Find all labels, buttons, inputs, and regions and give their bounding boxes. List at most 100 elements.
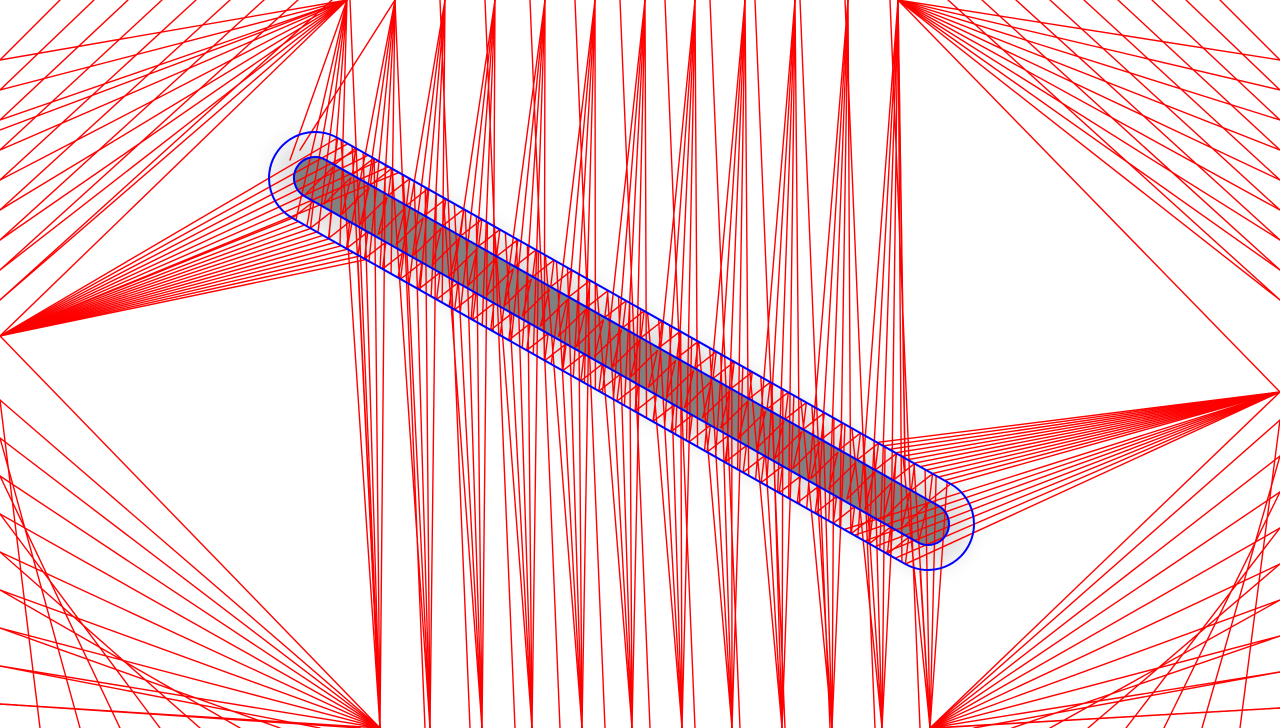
mesh-edge bbox=[874, 452, 898, 471]
mesh-edge bbox=[0, 665, 381, 728]
mesh-edge bbox=[628, 302, 633, 728]
mesh-edge bbox=[846, 472, 875, 500]
mesh-edge bbox=[0, 627, 381, 728]
mesh-edge bbox=[405, 177, 411, 207]
mesh-edge bbox=[890, 0, 899, 557]
mesh-edge bbox=[1083, 0, 1280, 181]
mesh-edge bbox=[611, 339, 641, 368]
mesh-edge bbox=[925, 391, 1280, 471]
mesh-edge bbox=[862, 433, 883, 728]
mesh-edge bbox=[435, 271, 441, 301]
mesh-edge bbox=[894, 391, 1280, 559]
mesh-edge bbox=[876, 391, 1280, 444]
mesh-edge bbox=[720, 400, 749, 429]
mesh-edge bbox=[431, 237, 460, 266]
mesh-edge bbox=[844, 0, 876, 728]
mesh-edge bbox=[477, 228, 501, 247]
mesh-edge bbox=[634, 0, 646, 413]
mesh-edge bbox=[0, 148, 359, 337]
mesh-edge bbox=[391, 168, 431, 728]
mesh-edge bbox=[617, 295, 633, 728]
mesh-edge bbox=[863, 391, 1280, 542]
inner-boundary bbox=[293, 156, 950, 546]
mesh-edge bbox=[471, 292, 477, 321]
mesh-edge bbox=[616, 373, 621, 402]
mesh-edge bbox=[306, 0, 348, 227]
mesh-edge bbox=[0, 475, 121, 728]
mesh-edge bbox=[897, 0, 903, 563]
mesh-edge bbox=[685, 0, 696, 442]
mesh-edge bbox=[0, 437, 81, 728]
mesh-edge bbox=[0, 513, 161, 728]
mesh-edge bbox=[981, 0, 1280, 271]
mesh-edge bbox=[640, 310, 645, 339]
mesh-edge bbox=[575, 319, 605, 348]
mesh-edge bbox=[1163, 491, 1280, 728]
mesh-edge bbox=[873, 439, 883, 728]
mesh-edge bbox=[929, 599, 1280, 728]
mesh-edge bbox=[0, 0, 299, 271]
mesh-edge bbox=[0, 0, 348, 337]
mesh-edge bbox=[731, 365, 744, 728]
mesh-edge bbox=[784, 391, 790, 420]
mesh-edge bbox=[0, 0, 197, 181]
mesh-edge bbox=[381, 251, 405, 270]
mesh-edge bbox=[784, 401, 808, 420]
mesh-edge bbox=[792, 431, 803, 470]
mesh-edge bbox=[831, 417, 835, 728]
mesh-edge bbox=[340, 139, 381, 728]
mesh-edge bbox=[464, 209, 483, 728]
mesh-edge bbox=[0, 0, 333, 301]
mesh-edge bbox=[441, 0, 446, 304]
mesh-edge bbox=[0, 231, 318, 337]
mesh-edge bbox=[357, 261, 381, 728]
mesh-edge bbox=[442, 196, 483, 728]
mesh-edge bbox=[879, 0, 899, 551]
mesh-edge bbox=[897, 0, 1280, 121]
mesh-edge bbox=[328, 0, 348, 240]
mesh-edge bbox=[513, 249, 537, 268]
mesh-edge bbox=[881, 446, 886, 728]
mesh-edge bbox=[0, 251, 355, 337]
mesh-edge bbox=[0, 234, 324, 337]
mesh-edge bbox=[0, 0, 348, 131]
mesh-edge bbox=[0, 0, 265, 241]
mesh-edge bbox=[413, 180, 431, 728]
mesh-edge bbox=[897, 0, 1280, 241]
mesh-edge bbox=[0, 551, 201, 728]
mesh-edge bbox=[510, 0, 546, 343]
mesh-edge bbox=[0, 0, 95, 91]
mesh-edge bbox=[0, 143, 349, 337]
mesh-edge bbox=[481, 221, 489, 728]
mesh-edge bbox=[947, 0, 1280, 301]
mesh-edge bbox=[495, 228, 501, 258]
mesh-edge bbox=[417, 261, 423, 290]
mesh-edge bbox=[0, 220, 300, 337]
mesh-edge bbox=[929, 475, 937, 728]
mesh-edge bbox=[706, 434, 730, 453]
mesh-edge bbox=[345, 221, 351, 250]
mesh-edge bbox=[894, 391, 1280, 454]
mesh-edge bbox=[561, 0, 596, 372]
mesh-edge bbox=[668, 324, 683, 728]
mesh-edge bbox=[850, 505, 856, 535]
mesh-edge bbox=[0, 0, 231, 211]
mesh-edge bbox=[697, 341, 733, 728]
mesh-edge bbox=[1151, 0, 1280, 121]
mesh-edge bbox=[543, 0, 546, 361]
mesh-edge bbox=[572, 0, 596, 378]
mesh-edge bbox=[712, 350, 717, 380]
mesh-edge bbox=[0, 241, 336, 337]
mesh-edge bbox=[309, 200, 315, 229]
mesh-edge bbox=[598, 363, 603, 392]
mesh-edge bbox=[694, 0, 699, 448]
mesh-edge bbox=[664, 0, 696, 728]
mesh-edge bbox=[0, 0, 348, 241]
mesh-edge bbox=[949, 391, 1280, 485]
mesh-edge bbox=[453, 203, 483, 728]
mesh-edge bbox=[0, 475, 381, 728]
mesh-edge bbox=[902, 456, 931, 728]
mesh-edge bbox=[929, 563, 1280, 728]
mesh-edge bbox=[390, 0, 396, 275]
mesh-edge bbox=[684, 370, 695, 409]
